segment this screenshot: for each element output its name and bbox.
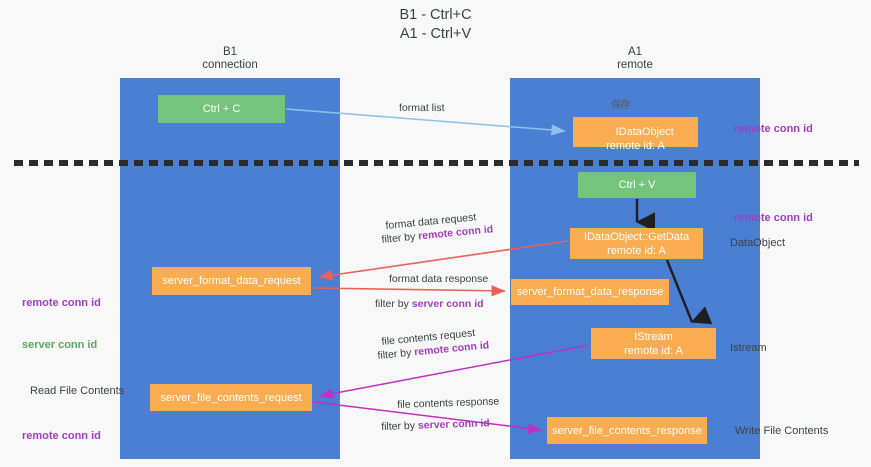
diagram-title: B1 - Ctrl+C A1 - Ctrl+V bbox=[399, 7, 472, 42]
filter-prefix: filter by bbox=[381, 419, 419, 433]
save-glyph-icon: 保存 bbox=[611, 100, 630, 111]
edge-label-format-data-response: format data response bbox=[389, 273, 489, 285]
annotation-read-file-contents: Read File Contents bbox=[30, 385, 125, 397]
column-header-a1: A1 remote bbox=[617, 46, 653, 71]
edge-label-file-contents-response: file contents response bbox=[397, 395, 500, 411]
node-ctrl-c[interactable]: Ctrl + C bbox=[158, 95, 285, 123]
annotation-remote-conn-id-top: remote conn id bbox=[734, 123, 813, 135]
node-idataobject[interactable]: 保存 IDataObject remote id: A bbox=[573, 100, 698, 152]
filter-key-server-conn-id: server conn id bbox=[417, 417, 490, 432]
column-header-b1: B1 connection bbox=[202, 46, 258, 71]
phase-divider bbox=[14, 160, 859, 166]
edge-label-format-list: format list bbox=[399, 102, 445, 114]
node-ctrl-v[interactable]: Ctrl + V bbox=[578, 172, 696, 198]
annotation-left-remote-conn-id-2: remote conn id bbox=[22, 430, 101, 442]
annotation-write-file-contents: Write File Contents bbox=[735, 425, 829, 437]
edge-label-format-data-response-filter: filter by server conn id bbox=[375, 298, 484, 311]
node-idataobject-getdata[interactable]: IDataObject::GetData remote id: A bbox=[570, 228, 703, 259]
filter-prefix: filter by bbox=[375, 298, 412, 310]
annotation-dataobject: DataObject bbox=[730, 237, 786, 249]
filter-prefix: filter by bbox=[381, 230, 419, 246]
node-server-file-contents-request[interactable]: server_file_contents_request bbox=[150, 384, 312, 411]
edge-label-file-contents-response-filter: filter by server conn id bbox=[381, 417, 490, 434]
annotation-left-conn-ids-bottom: remote conn id server conn id bbox=[22, 401, 101, 467]
node-idataobject-text: IDataObject remote id: A bbox=[606, 126, 674, 152]
node-idataobject-label: 保存 IDataObject remote id: A bbox=[597, 97, 674, 167]
annotation-istream: Istream bbox=[730, 342, 767, 354]
node-server-format-data-request[interactable]: server_format_data_request bbox=[152, 267, 311, 295]
annotation-remote-conn-id-mid: remote conn id bbox=[734, 212, 813, 224]
filter-key-server-conn-id: server conn id bbox=[411, 298, 484, 310]
annotation-left-remote-conn-id: remote conn id bbox=[22, 297, 101, 309]
node-server-file-contents-response[interactable]: server_file_contents_response bbox=[547, 417, 707, 444]
node-istream[interactable]: IStream remote id: A bbox=[591, 328, 716, 359]
annotation-left-server-conn-id: server conn id bbox=[22, 339, 98, 351]
annotation-left-conn-ids-top: remote conn id server conn id bbox=[22, 268, 101, 380]
filter-prefix: filter by bbox=[377, 346, 415, 362]
node-server-format-data-response[interactable]: server_format_data_response bbox=[511, 279, 669, 305]
